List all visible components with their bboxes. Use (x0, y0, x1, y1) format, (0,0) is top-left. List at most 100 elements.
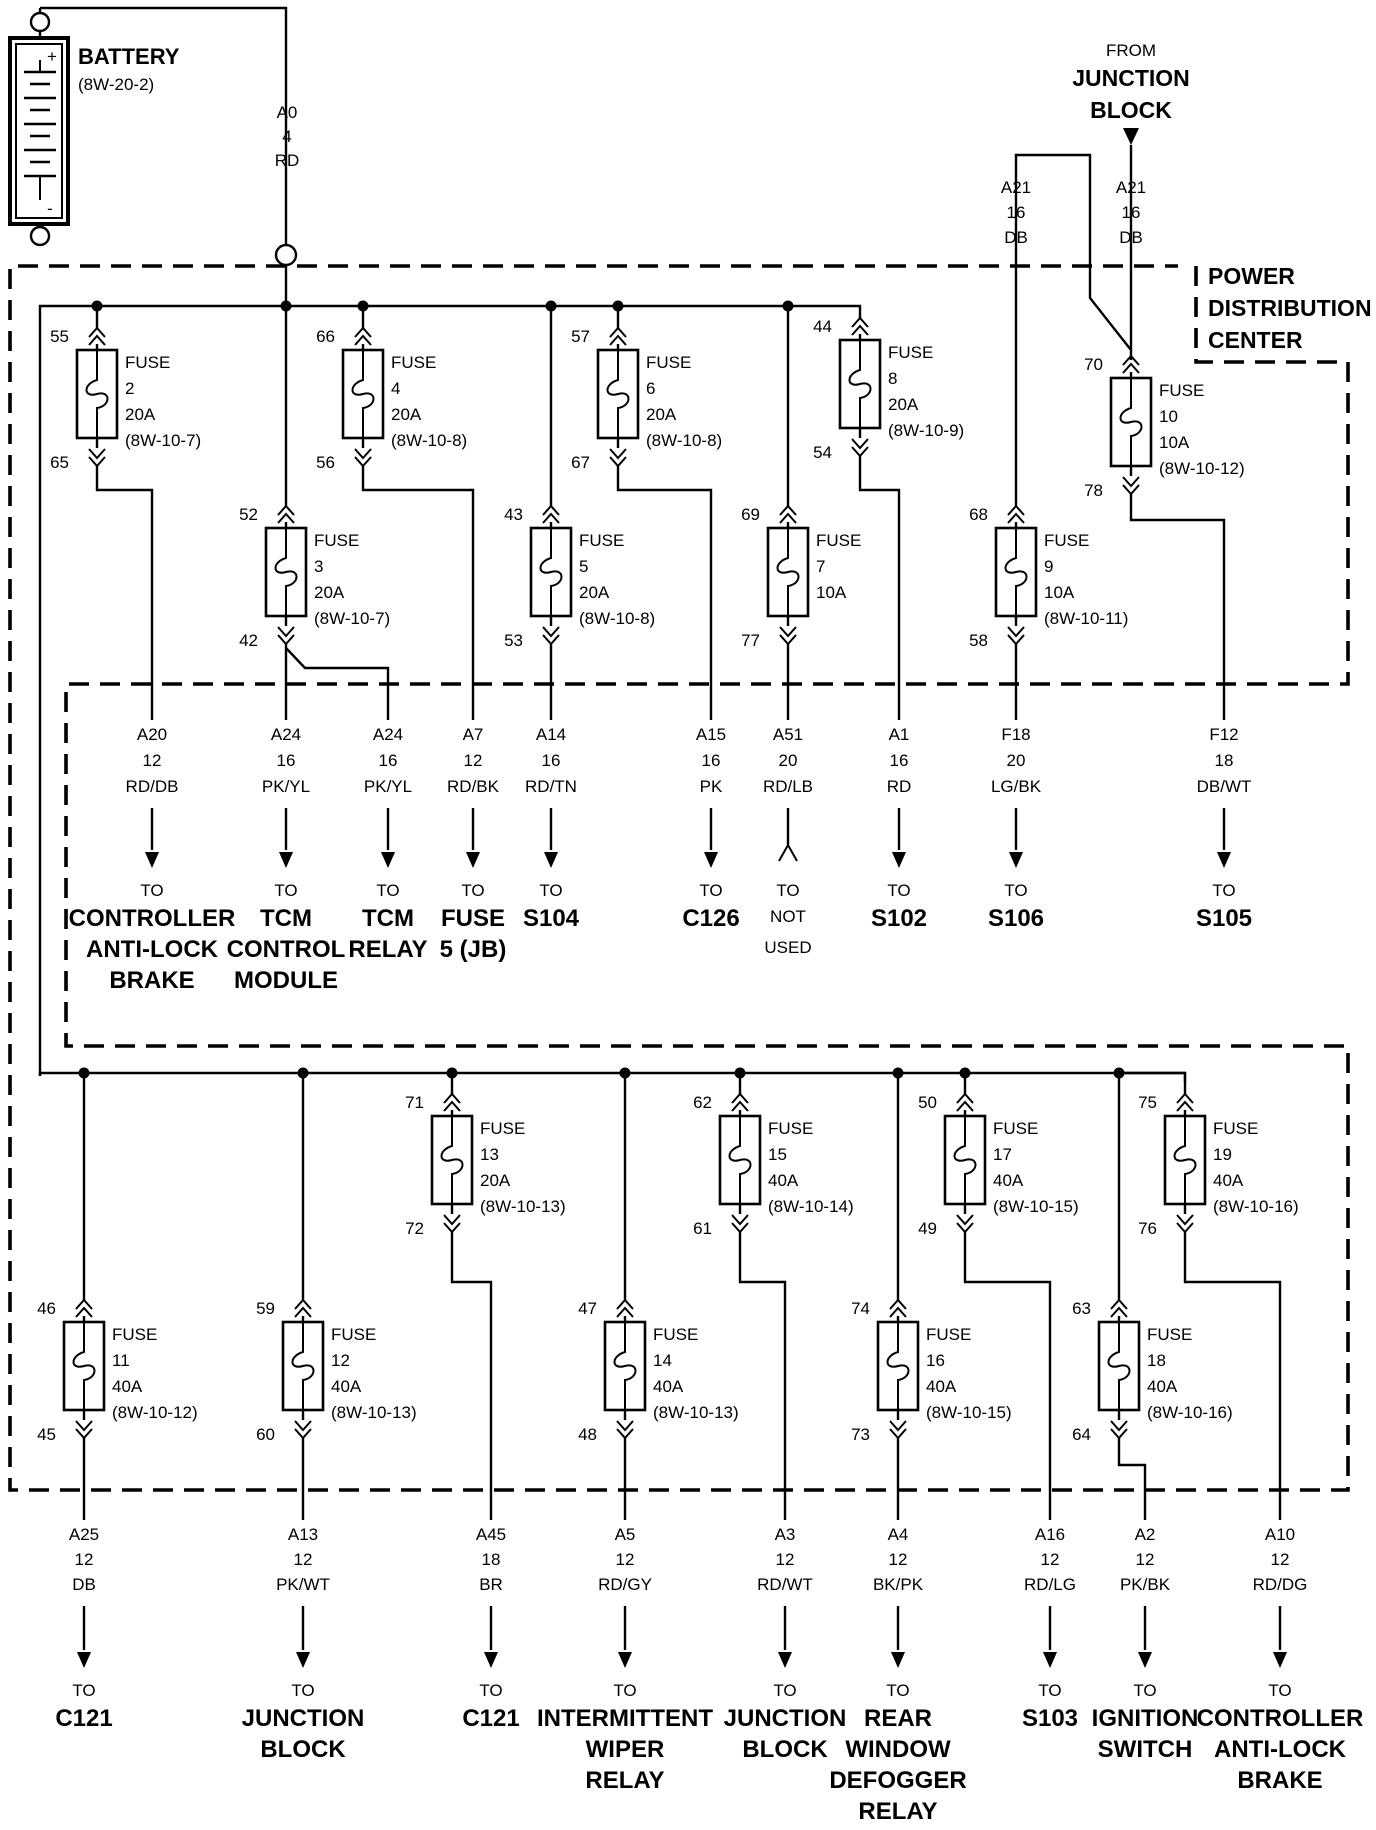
fuse-label: (8W-10-12) (112, 1403, 198, 1422)
wire-label: 16 (277, 751, 296, 770)
terminal-down (731, 1214, 749, 1226)
to-label: TO (274, 881, 297, 900)
fuse-label: FUSE (480, 1119, 525, 1138)
battery-label: BATTERY (78, 44, 180, 69)
terminal-up (731, 1092, 749, 1104)
terminal-up (443, 1100, 461, 1112)
battery-connector (274, 243, 298, 267)
fuse-label: 15 (768, 1145, 787, 1164)
wire-a7 (361, 466, 475, 720)
wire-label: BR (479, 1575, 503, 1594)
destination-label: S106 (988, 905, 1044, 932)
wire-label: PK/YL (262, 777, 310, 796)
fuse-label: FUSE (391, 353, 436, 372)
wire-label: 12 (616, 1550, 635, 1569)
wire-label: 12 (294, 1550, 313, 1569)
fuse-label: 20A (646, 405, 677, 424)
output-arrow (1138, 1652, 1152, 1668)
pin-number: 54 (813, 443, 832, 462)
terminal-down (851, 438, 869, 450)
wire-a24b (285, 647, 390, 720)
fuse-4 (341, 348, 385, 440)
pin-number: 46 (37, 1299, 56, 1318)
fuse-label: (8W-10-13) (331, 1403, 417, 1422)
fuse-element (274, 528, 298, 616)
fuse-label: (8W-10-15) (993, 1197, 1079, 1216)
output-arrow (296, 1652, 310, 1668)
fuse-label: 40A (1213, 1171, 1244, 1190)
destination-label: S104 (523, 905, 580, 932)
fuse-label: FUSE (331, 1325, 376, 1344)
wire-label: A14 (536, 725, 566, 744)
wire-a21-cross (1014, 153, 1132, 351)
fuse-element (1173, 1116, 1197, 1204)
destination-label: JUNCTION (242, 1705, 365, 1732)
pin-number: 72 (405, 1219, 424, 1238)
terminal-up (443, 1092, 461, 1104)
terminal-up (731, 1100, 749, 1112)
fuse-label: (8W-10-12) (1159, 459, 1245, 478)
terminal-down (1176, 1214, 1194, 1226)
wire-label: F18 (1001, 725, 1030, 744)
terminal-down (277, 626, 295, 638)
fuse-label: FUSE (888, 343, 933, 362)
terminal-up (277, 512, 295, 524)
pin-number: 69 (741, 505, 760, 524)
wire-label: PK/WT (276, 1575, 330, 1594)
to-label: TO (1268, 1681, 1291, 1700)
terminal-up (75, 1298, 93, 1310)
fuse-label: FUSE (579, 531, 624, 550)
terminal-up (851, 316, 869, 328)
feed-wire-label: 16 (1007, 203, 1026, 222)
wire-label: A24 (271, 725, 301, 744)
to-label: TO (1133, 1681, 1156, 1700)
fuse-label: 20A (480, 1171, 511, 1190)
output-arrow (1217, 852, 1231, 868)
wire-label: A24 (373, 725, 403, 744)
wire-label: 12 (1271, 1550, 1290, 1569)
wire-label: PK/BK (1120, 1575, 1171, 1594)
fuse-11 (62, 1320, 106, 1412)
fuse-label: FUSE (1213, 1119, 1258, 1138)
fuse-label: (8W-10-16) (1213, 1197, 1299, 1216)
pin-number: 49 (918, 1219, 937, 1238)
battery-minus: - (47, 199, 53, 218)
output-arrow (704, 852, 718, 868)
fuse-label: (8W-10-7) (125, 431, 201, 450)
fuse-label: FUSE (926, 1325, 971, 1344)
destination-label: CONTROL (227, 936, 346, 963)
wire-label: PK/YL (364, 777, 412, 796)
fuse-label: 16 (926, 1351, 945, 1370)
fuse-16 (876, 1320, 920, 1412)
feed-wire-label: 16 (1122, 203, 1141, 222)
fuse-element (291, 1322, 315, 1410)
wire-f12 (1129, 494, 1226, 720)
fuse-label: 20A (314, 583, 345, 602)
fuse-label: (8W-10-13) (653, 1403, 739, 1422)
fuse-label: 11 (112, 1351, 130, 1370)
output-arrow (778, 1652, 792, 1668)
wire-label: RD/LB (763, 777, 813, 796)
wire-label: A15 (696, 725, 726, 744)
pdc-boundary (8, 264, 1350, 1492)
pin-number: 74 (851, 1299, 870, 1318)
wire-label: 12 (776, 1550, 795, 1569)
from-junction-arrow (1123, 128, 1139, 145)
wire-label: 12 (75, 1550, 94, 1569)
destination-label: C121 (462, 1705, 519, 1732)
wire-label: RD/BK (447, 777, 500, 796)
pin-number: 68 (969, 505, 988, 524)
terminal-up (1122, 362, 1140, 374)
wire-label: RD/LG (1024, 1575, 1076, 1594)
fuse-label: 9 (1044, 557, 1053, 576)
terminal-up (1176, 1092, 1194, 1104)
destination-label: TCM (260, 905, 312, 932)
destination-label: C126 (682, 905, 739, 932)
terminal-up (75, 1306, 93, 1318)
fuse-element (886, 1322, 910, 1410)
battery-cable (40, 6, 288, 245)
destination-label: CONTROLLER (69, 905, 236, 932)
to-label: TO (376, 881, 399, 900)
wire-label: A16 (1035, 1525, 1065, 1544)
to-label: TO (776, 881, 799, 900)
